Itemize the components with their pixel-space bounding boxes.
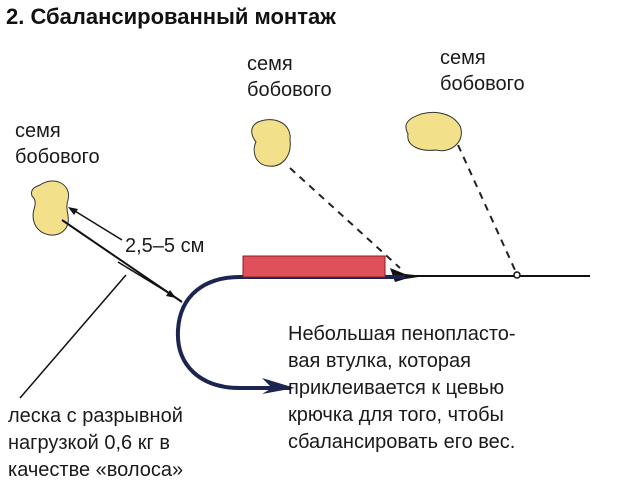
bait-label-left-2: бобового bbox=[15, 146, 100, 168]
line-pointer bbox=[19, 274, 127, 399]
arrowhead-icon bbox=[68, 207, 78, 215]
line-note-line: нагрузкой 0,6 кг в bbox=[8, 432, 170, 454]
bait-label-middle-2: бобового bbox=[247, 79, 332, 101]
hair-line-middle bbox=[289, 167, 401, 269]
line-note-line: леска с разрывной bbox=[8, 405, 183, 427]
foam-note-line: крючка для того, чтобы bbox=[288, 404, 504, 426]
bait-label-right-2: бобового bbox=[440, 73, 525, 95]
bait-label-left-1: семя bbox=[15, 120, 61, 142]
distance-label: 2,5–5 см bbox=[125, 235, 204, 257]
bean-right-icon bbox=[405, 111, 462, 152]
bean-left-icon bbox=[31, 180, 70, 236]
hook-icon bbox=[175, 275, 405, 390]
foam-note-line: сбалансировать его вес. bbox=[288, 431, 515, 453]
measure-arrow-bottom bbox=[117, 261, 173, 296]
bait-label-right-1: семя bbox=[440, 47, 486, 69]
hair-line-right bbox=[457, 144, 516, 271]
arrowhead-icon bbox=[166, 290, 176, 298]
measure-arrow-top bbox=[69, 207, 123, 241]
foam-note-line: вая втулка, которая bbox=[288, 350, 471, 372]
line-note-line: качестве «волоса» bbox=[8, 459, 183, 481]
foam-note-line: приклеивается к цевью bbox=[288, 377, 504, 399]
ring-icon bbox=[513, 271, 521, 279]
foam-note-line: Небольшая пенопласто- bbox=[288, 323, 516, 345]
bait-label-middle-1: семя bbox=[247, 53, 293, 75]
hook-point-icon bbox=[262, 378, 295, 394]
bean-middle-icon bbox=[251, 119, 291, 167]
diagram-title: 2. Сбалансированный монтаж bbox=[6, 4, 336, 29]
foam-sleeve bbox=[242, 255, 386, 278]
